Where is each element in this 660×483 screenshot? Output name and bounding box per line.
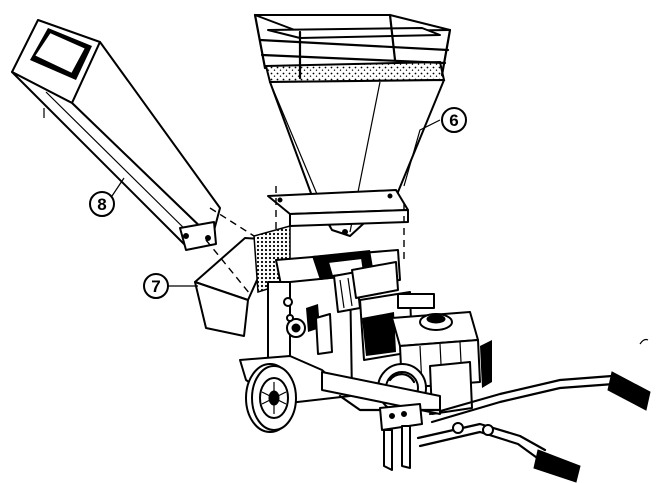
callout-6-text: 6 (449, 111, 458, 130)
callout-6: 6 (441, 107, 467, 133)
tow-handles (416, 371, 651, 483)
callout-7: 7 (143, 273, 198, 299)
chipper-housing (267, 249, 401, 395)
feed-chute (11, 19, 221, 251)
callout-7-text: 7 (151, 277, 160, 296)
frame-and-wheel (239, 355, 442, 471)
callout-8: 8 (89, 177, 125, 217)
callout-8-text: 8 (97, 195, 106, 214)
hopper (253, 13, 452, 262)
